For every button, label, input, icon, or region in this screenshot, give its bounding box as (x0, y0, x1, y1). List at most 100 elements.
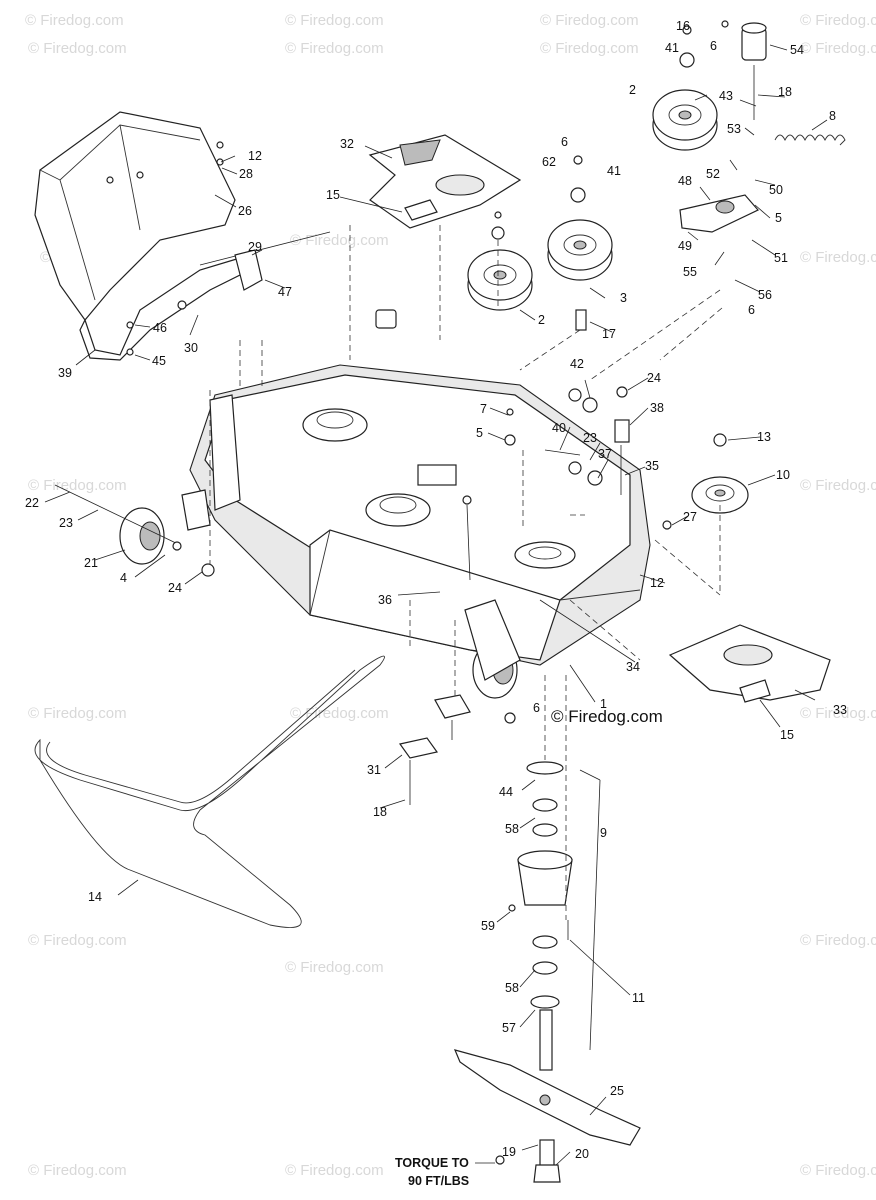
center-watermark: © Firedog.com (551, 707, 663, 726)
idler-pulley-2-upper (652, 89, 718, 151)
watermark: © Firedog.com (800, 705, 876, 722)
watermark: © Firedog.com (285, 1162, 384, 1179)
callout-11: 11 (632, 991, 645, 1005)
callout-12: 12 (248, 149, 262, 163)
spacer-cap (741, 22, 767, 120)
anti-scalp-wheel-front (464, 599, 521, 699)
watermark: © Firedog.com (28, 477, 127, 494)
callout-52: 52 (706, 167, 720, 181)
callout-numbers: 1 2 2 3 4 5 5 6 6 6 6 7 8 9 10 11 12 12 … (25, 19, 847, 1161)
watermark: © Firedog.com (540, 12, 639, 29)
callout-54: 54 (790, 43, 804, 57)
grass-deflector (34, 111, 251, 361)
callout-32: 32 (340, 137, 354, 151)
callout-17: 17 (602, 327, 616, 341)
callout-7: 7 (480, 402, 487, 416)
callout-6: 6 (748, 303, 755, 317)
callout-56: 56 (758, 288, 772, 302)
tension-spring (774, 134, 846, 146)
callout-21: 21 (84, 556, 98, 570)
callout-4: 4 (120, 571, 127, 585)
callout-48: 48 (678, 174, 692, 188)
callout-29: 29 (248, 240, 262, 254)
callout-18: 18 (778, 85, 792, 99)
drive-belt (34, 655, 385, 928)
callout-59: 59 (481, 919, 495, 933)
watermark: © Firedog.com (290, 232, 389, 249)
callout-46: 46 (153, 321, 167, 335)
belt-cover-side (668, 624, 831, 703)
callout-22: 22 (25, 496, 39, 510)
callout-2: 2 (538, 313, 545, 327)
watermark: © Firedog.com (540, 40, 639, 57)
callout-41: 41 (665, 41, 679, 55)
callout-41: 41 (607, 164, 621, 178)
callout-49: 49 (678, 239, 692, 253)
callout-40: 40 (552, 421, 566, 435)
leader-lines (44, 44, 828, 1166)
blade-bolt (533, 1139, 561, 1183)
callout-5: 5 (775, 211, 782, 225)
callout-34: 34 (626, 660, 640, 674)
fasteners (126, 20, 729, 1165)
callout-51: 51 (774, 251, 788, 265)
watermark: © Firedog.com (28, 705, 127, 722)
callout-6: 6 (533, 701, 540, 715)
callout-9: 9 (600, 826, 607, 840)
callout-23: 23 (583, 431, 597, 445)
watermark: © Firedog.com (800, 12, 876, 29)
callout-2: 2 (629, 83, 636, 97)
callout-37: 37 (598, 447, 612, 461)
callout-16: 16 (676, 19, 690, 33)
callout-6: 6 (710, 39, 717, 53)
callout-10: 10 (776, 468, 790, 482)
callout-62: 62 (542, 155, 556, 169)
watermark: © Firedog.com (28, 1162, 127, 1179)
callout-3: 3 (620, 291, 627, 305)
watermark: © Firedog.com (800, 477, 876, 494)
callout-1: 1 (600, 697, 607, 711)
mower-deck-shell (181, 364, 651, 666)
watermark: © Firedog.com (800, 1162, 876, 1179)
watermark: © Firedog.com (285, 12, 384, 29)
callout-35: 35 (645, 459, 659, 473)
callout-45: 45 (152, 354, 166, 368)
callout-27: 27 (683, 510, 697, 524)
callout-24: 24 (168, 581, 182, 595)
callout-25: 25 (610, 1084, 624, 1098)
spindle-assembly (517, 761, 601, 1071)
alignment-lines (209, 225, 723, 920)
callout-5: 5 (476, 426, 483, 440)
callout-14: 14 (88, 890, 102, 904)
callout-31: 31 (367, 763, 381, 777)
anti-scalp-wheel-left (54, 484, 181, 565)
callout-58: 58 (505, 822, 519, 836)
watermark: © Firedog.com (25, 12, 124, 29)
callout-8: 8 (829, 109, 836, 123)
callout-15: 15 (326, 188, 340, 202)
belt-cover-top (368, 134, 522, 229)
callout-6: 6 (561, 135, 568, 149)
callout-50: 50 (769, 183, 783, 197)
callout-19: 19 (502, 1145, 516, 1159)
idler-pulley-3 (547, 219, 613, 281)
callout-20: 20 (575, 1147, 589, 1161)
callout-30: 30 (184, 341, 198, 355)
pulley-10 (691, 476, 749, 514)
callout-33: 33 (833, 703, 847, 717)
watermark: © Firedog.com (285, 40, 384, 57)
torque-note-line1: TORQUE TO (395, 1156, 469, 1170)
callout-28: 28 (239, 167, 253, 181)
callout-39: 39 (58, 366, 72, 380)
watermark: © Firedog.com (800, 249, 876, 266)
callout-18: 18 (373, 805, 387, 819)
callout-23: 23 (59, 516, 73, 530)
callout-47: 47 (278, 285, 292, 299)
torque-note: TORQUE TO 90 FT/LBS (395, 1156, 495, 1188)
callout-12: 12 (650, 576, 664, 590)
callout-38: 38 (650, 401, 664, 415)
callout-53: 53 (727, 122, 741, 136)
watermark: © Firedog.com (800, 932, 876, 949)
idler-pulley-2 (467, 249, 533, 311)
